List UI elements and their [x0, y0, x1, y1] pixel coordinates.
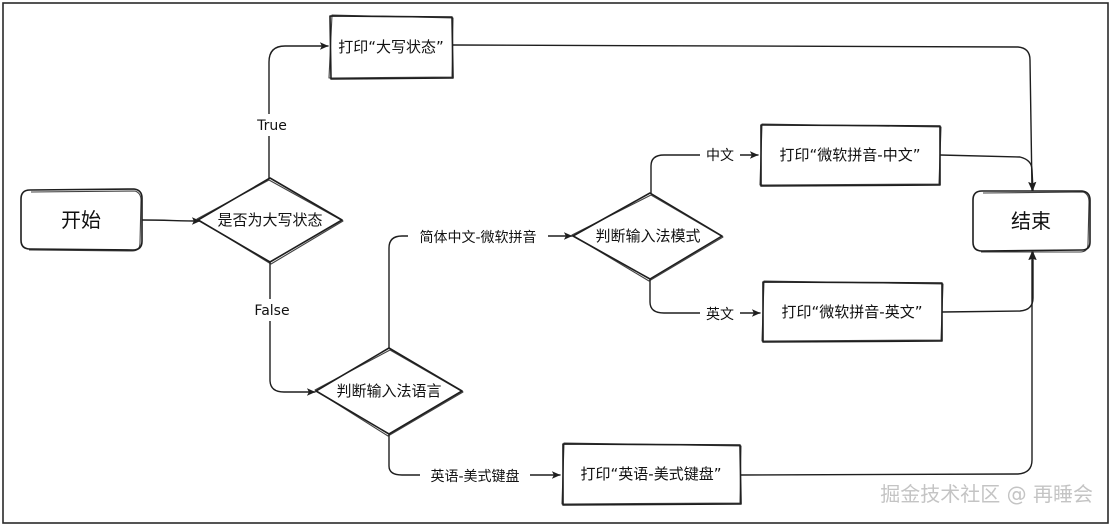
edge-language-to-mode-decision [388, 232, 573, 349]
language-decision-node: 判断输入法语言 [314, 347, 464, 437]
mode-decision-label: 判断输入法模式 [595, 227, 700, 245]
mode-decision-node: 判断输入法模式 [571, 192, 724, 282]
edge-mode-to-pinyin-cn [650, 151, 759, 194]
edge-label-english: 英文 [706, 306, 734, 323]
start-label: 开始 [61, 208, 101, 232]
edge-pinyin-en-to-end [941, 251, 1037, 313]
edge-mode-to-pinyin-en [649, 278, 761, 317]
print-pinyin-en-label: 打印“微软拼音-英文” [782, 303, 923, 321]
edge-label-chinese: 中文 [706, 148, 734, 164]
edge-label-simplified-chinese: 简体中文-微软拼音 [419, 229, 536, 246]
edge-labels: True False 简体中文-微软拼音 英语-美式键盘 中文 英文 [249, 114, 740, 487]
edge-start-to-caps-decision [141, 217, 201, 225]
print-us-keyboard-node: 打印“英语-美式键盘” [561, 442, 742, 506]
print-us-keyboard-label: 打印“英语-美式键盘” [581, 465, 722, 483]
print-caps-node: 打印“大写状态” [328, 14, 454, 80]
caps-decision-node: 是否为大写状态 [196, 177, 344, 265]
edge-pinyin-cn-to-end [939, 154, 1037, 191]
edge-label-true: True [256, 118, 287, 134]
edges [141, 42, 1037, 479]
print-pinyin-cn-node: 打印“微软拼音-中文” [759, 123, 942, 187]
edge-caps-false-to-language-decision [269, 261, 316, 396]
print-pinyin-en-node: 打印“微软拼音-英文” [761, 280, 944, 343]
start-node: 开始 [20, 188, 143, 252]
watermark: 掘金技术社区 @ 再睡会 [880, 482, 1093, 506]
edge-caps-true-to-print-caps [268, 42, 329, 179]
caps-decision-label: 是否为大写状态 [217, 211, 322, 229]
edge-language-to-us-keyboard [388, 433, 561, 479]
language-decision-label: 判断输入法语言 [336, 382, 441, 400]
end-label: 结束 [1011, 209, 1051, 233]
print-pinyin-cn-label: 打印“微软拼音-中文” [780, 146, 921, 164]
edge-print-caps-to-end [452, 44, 1036, 191]
end-node: 结束 [972, 190, 1091, 253]
edge-us-keyboard-to-end [739, 251, 1036, 476]
print-caps-label: 打印“大写状态” [338, 38, 444, 56]
edge-label-us-english: 英语-美式键盘 [430, 468, 519, 485]
edge-label-false: False [254, 303, 289, 319]
